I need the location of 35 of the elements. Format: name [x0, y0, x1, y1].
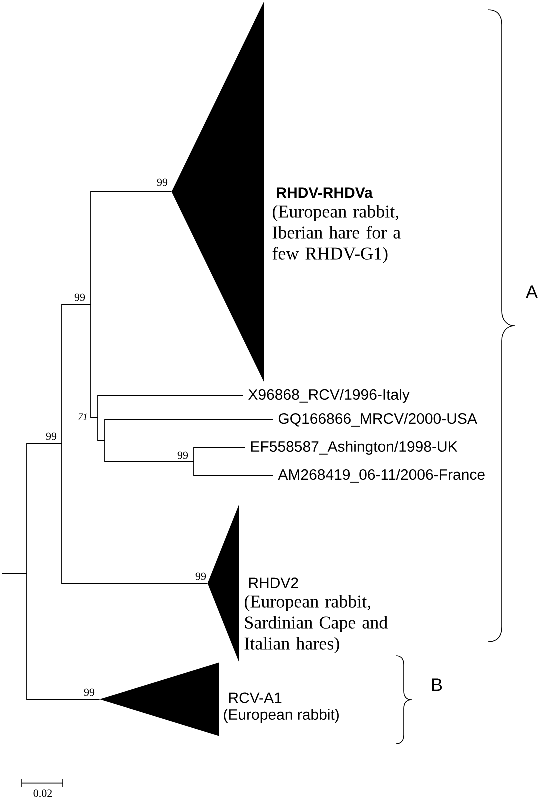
clade-name: RHDV2	[249, 578, 298, 588]
tree-branch	[98, 396, 244, 418]
group-letter: A	[526, 286, 538, 298]
tree-branch	[98, 418, 106, 442]
clade-name: RHDV-RHDVa	[277, 188, 373, 198]
host-note: (European rabbit, Iberian hare for a few RHDV-G1)	[272, 205, 401, 264]
tree-branch	[90, 304, 98, 418]
tree-branch	[194, 448, 246, 462]
group-letter: B	[432, 678, 442, 692]
tree-branch	[62, 304, 92, 444]
host-note: (European rabbit)	[224, 709, 339, 723]
tree-branch	[90, 192, 172, 306]
clade-triangle	[208, 504, 240, 662]
clade-triangle	[100, 662, 220, 736]
tree-branch	[104, 420, 274, 442]
tree-branch	[194, 462, 274, 476]
tree-branch	[26, 574, 100, 700]
bootstrap-value: 99	[178, 452, 188, 460]
tree-branch	[62, 444, 208, 584]
bootstrap-value: 99	[84, 688, 95, 696]
bootstrap-value: 99	[74, 294, 86, 302]
scale-label: 0.02	[34, 790, 52, 798]
tree-branch	[104, 440, 194, 462]
clade-name: RCV-A1	[229, 692, 282, 704]
host-note: (European rabbit, Sardinian Cape and Italian hares)	[244, 595, 388, 654]
taxon-label: EF558587_Ashington/1998-UK	[251, 441, 458, 455]
bootstrap-value: 99	[196, 572, 206, 580]
bootstrap-value: 71	[78, 414, 87, 420]
clade-triangle	[172, 2, 264, 382]
tree-branch	[26, 444, 62, 574]
taxon-label: X96868_RCV/1996-Italy	[248, 389, 410, 403]
bootstrap-value: 99	[46, 432, 57, 440]
bootstrap-value: 99	[157, 178, 168, 186]
taxon-label: AM268419_06-11/2006-France	[278, 469, 485, 483]
taxon-label: GQ166866_MRCV/2000-USA	[278, 413, 478, 427]
